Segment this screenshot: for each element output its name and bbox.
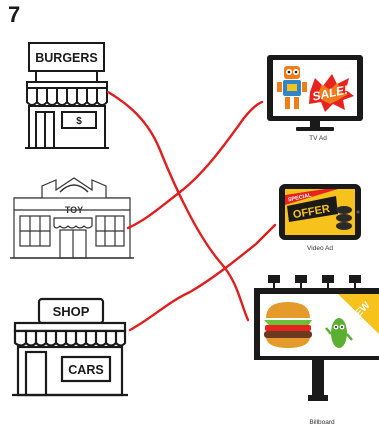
toy-store	[10, 177, 134, 259]
connection-burgers-billboard	[106, 90, 250, 322]
burgers-store	[25, 42, 109, 149]
video-banner-top: SPECIAL	[288, 192, 313, 203]
video-ad-caption: Video Ad	[307, 245, 333, 252]
burgers-door-sign: $	[76, 116, 82, 127]
connection-toy-tv	[126, 100, 264, 230]
billboard-caption: Billboard	[309, 419, 335, 426]
tv-ad	[267, 55, 363, 131]
cars-top-sign-text: SHOP	[53, 304, 90, 319]
cars-store	[12, 297, 128, 397]
burgers-sign-text: BURGERS	[35, 51, 98, 65]
video-ad	[279, 184, 361, 240]
question-number: 7	[8, 2, 20, 27]
toy-sign-text: TOY	[65, 205, 83, 215]
connection-cars-video	[128, 223, 277, 332]
cars-bottom-sign-text: CARS	[68, 363, 103, 377]
tv-ad-caption: TV Ad	[309, 135, 327, 142]
connection-lines	[106, 90, 277, 332]
billboard-ad	[254, 275, 379, 401]
